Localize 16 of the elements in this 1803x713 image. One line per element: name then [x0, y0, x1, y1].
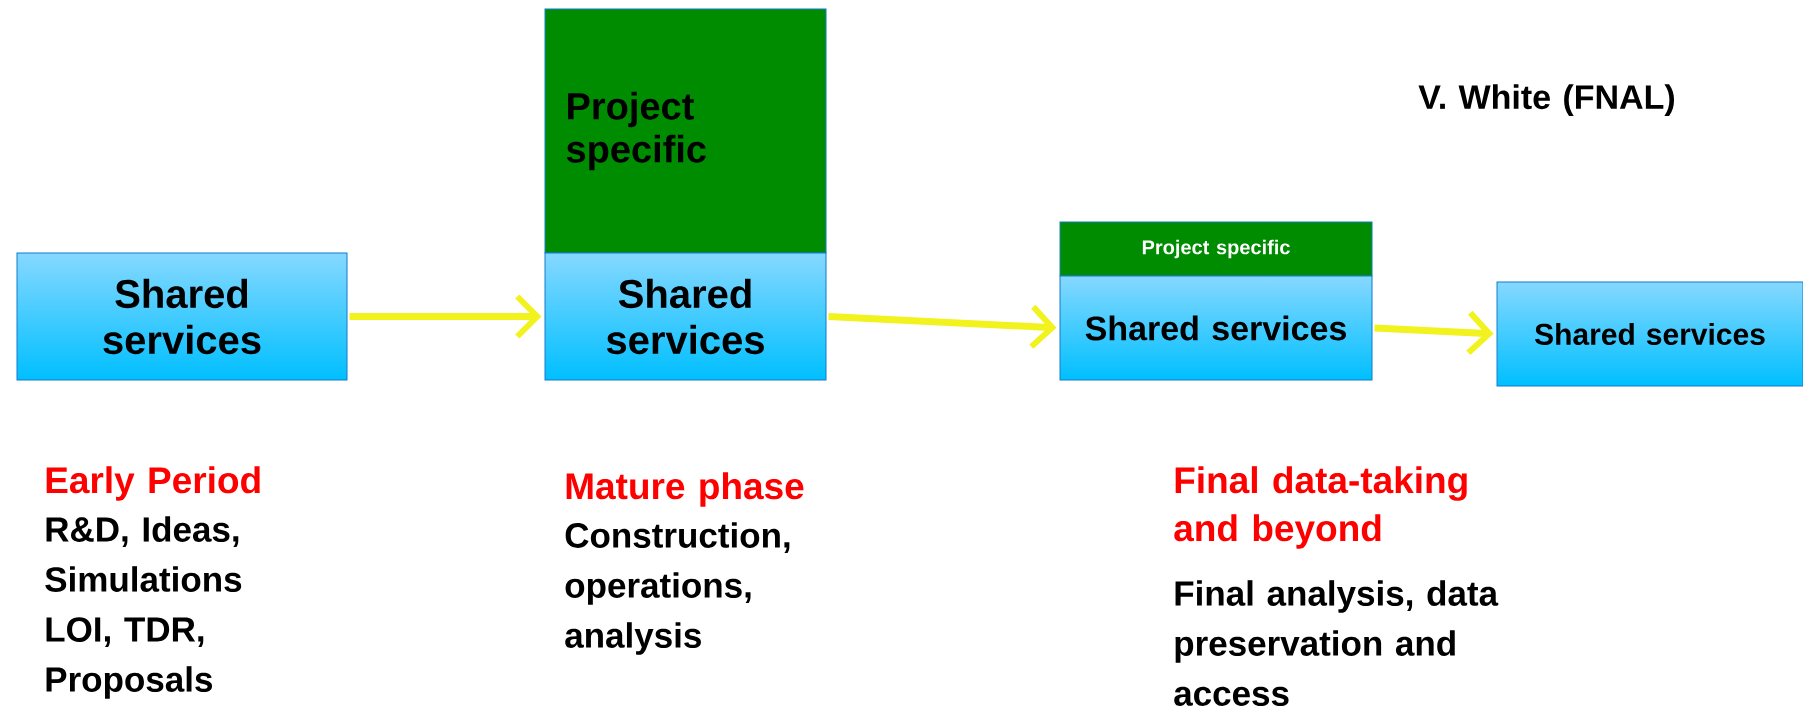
arrow: [828, 304, 1057, 349]
phase-description: R&D, Ideas, Simulations LOI, TDR, Proposals: [45, 516, 242, 699]
process-box: Shared services: [16, 252, 348, 381]
process-box: Shared services: [1496, 281, 1803, 387]
phase-description: Final analysis, data preservation and access: [1174, 580, 1499, 706]
process-box: Shared services: [1059, 275, 1373, 381]
phase-heading: Final data-taking and beyond: [1174, 466, 1467, 549]
process-box: Project specific: [1059, 221, 1373, 277]
process-box: Project specific: [544, 8, 827, 254]
process-box: Shared services: [544, 252, 827, 381]
phase-description: Construction, operations, analysis: [565, 522, 790, 655]
author-label: V. White (FNAL): [1418, 84, 1674, 116]
arrow: [1374, 310, 1494, 355]
arrow: [349, 294, 542, 339]
phase-heading: Mature phase: [566, 472, 804, 507]
phase-heading: Early Period: [46, 466, 260, 501]
